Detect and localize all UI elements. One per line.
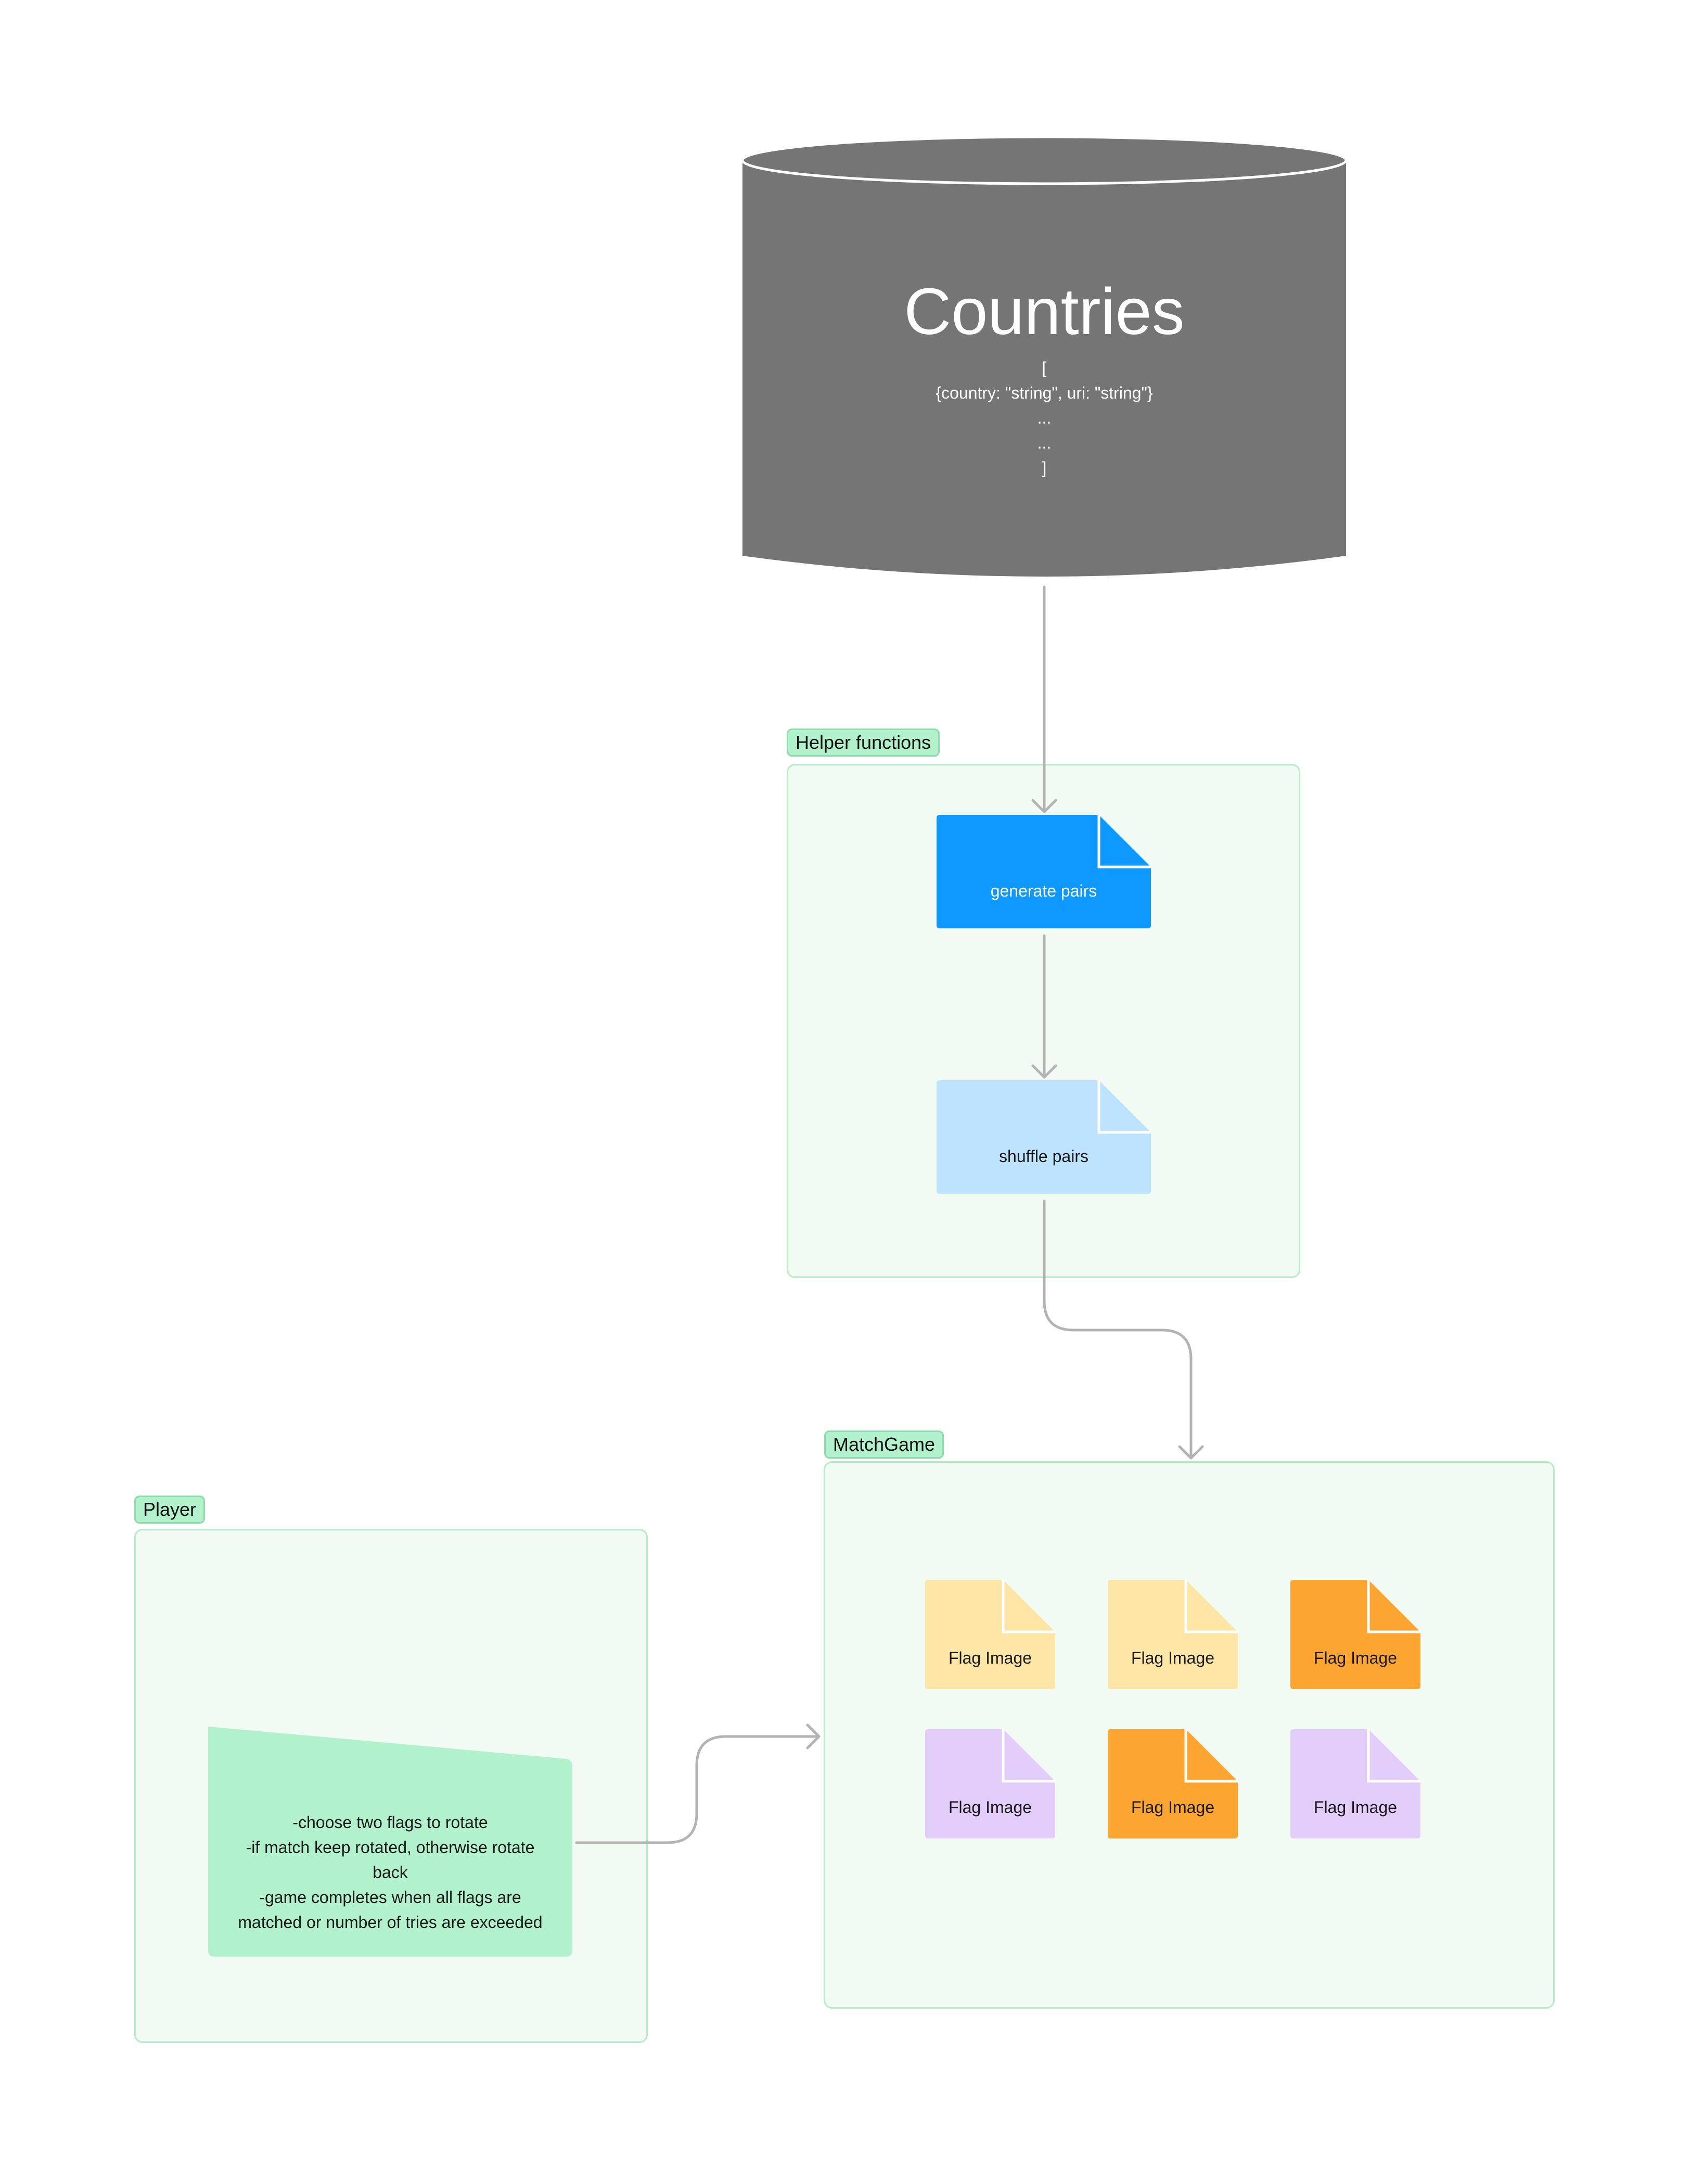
generate-pairs-card[interactable]: generate pairs	[937, 815, 1151, 928]
schema-line: ...	[1037, 433, 1052, 452]
note-line: matched or number of tries are exceeded	[238, 1913, 543, 1932]
database-title: Countries	[904, 275, 1185, 348]
flag-image-text: Flag Image	[1313, 1798, 1398, 1817]
flag-image-text: Flag Image	[948, 1649, 1032, 1667]
flag-image-card[interactable]: Flag Image	[1108, 1580, 1238, 1689]
schema-line: [	[1042, 359, 1047, 377]
shuffle-pairs-card[interactable]: shuffle pairs	[937, 1080, 1151, 1194]
flag-image-card[interactable]: Flag Image	[1290, 1580, 1420, 1689]
player-note-shape	[208, 1727, 572, 1957]
schema-line: ]	[1042, 458, 1047, 477]
player-label: Player	[134, 1496, 206, 1524]
generate-pairs-text: generate pairs	[990, 882, 1097, 900]
flag-image-card[interactable]: Flag Image	[1290, 1729, 1420, 1838]
schema-line: {country: "string", uri: "string"}	[936, 384, 1153, 402]
schema-line: ...	[1037, 408, 1052, 427]
flag-image-text: Flag Image	[1131, 1798, 1215, 1817]
database-schema: [ {country: "string", uri: "string"} ...…	[742, 355, 1346, 480]
flag-image-card[interactable]: Flag Image	[925, 1729, 1055, 1838]
note-line: -game completes when all flags are	[259, 1888, 521, 1907]
flag-image-text: Flag Image	[948, 1798, 1032, 1817]
flag-image-text: Flag Image	[1313, 1649, 1398, 1667]
note-line: -if match keep rotated, otherwise rotate	[246, 1838, 535, 1857]
note-line: -choose two flags to rotate	[292, 1813, 488, 1832]
note-line: back	[373, 1863, 408, 1882]
shuffle-to-matchgame-arrowhead	[1178, 1445, 1204, 1460]
flag-image-text: Flag Image	[1131, 1649, 1215, 1667]
helper-functions-label: Helper functions	[787, 729, 940, 757]
match-game-label: MatchGame	[824, 1431, 944, 1459]
flag-image-card[interactable]: Flag Image	[1108, 1729, 1238, 1838]
player-to-matchgame-arrowhead	[806, 1723, 821, 1749]
player-note: -choose two flags to rotate -if match ke…	[213, 1810, 567, 1935]
flag-image-card[interactable]: Flag Image	[925, 1580, 1055, 1689]
shuffle-pairs-text: shuffle pairs	[999, 1147, 1088, 1166]
